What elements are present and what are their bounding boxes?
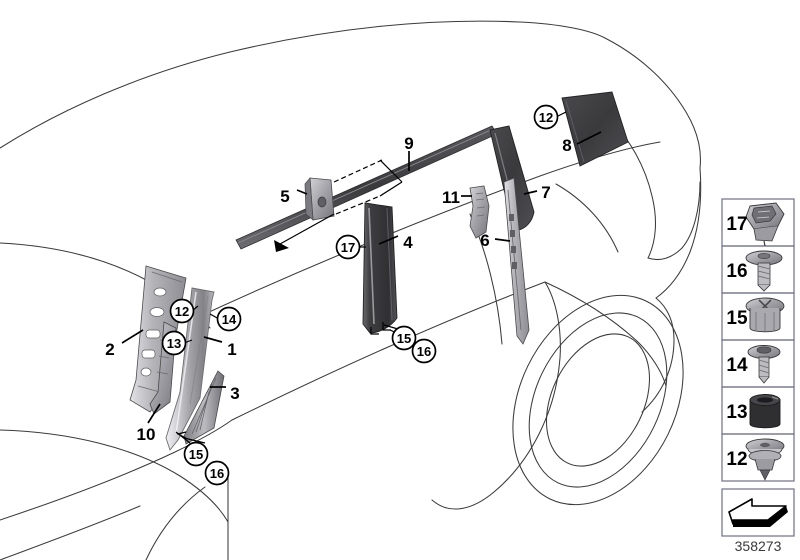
- callout-layer: 2 1 3 4 5 6 7 8 9 10 11 12 12 13 14 15: [105, 104, 572, 486]
- legend-number-13: 13: [726, 402, 747, 423]
- callout-7: 7: [541, 183, 550, 202]
- legend-icon-oval-grommet: [749, 394, 781, 429]
- legend-number-12: 12: [726, 449, 747, 470]
- callout-12-right: 12: [533, 104, 559, 130]
- callout-12-left: 12: [169, 298, 195, 324]
- legend-number-15: 15: [726, 308, 748, 329]
- part-2-a-pillar-bracket: [129, 265, 187, 413]
- legend-number-14: 14: [726, 355, 748, 376]
- callout-11: 11: [442, 188, 460, 207]
- svg-text:12: 12: [539, 110, 553, 125]
- callout-14: 14: [216, 306, 242, 332]
- legend-number-17: 17: [726, 214, 747, 235]
- legend-icon-round-head-screw: [745, 250, 783, 292]
- callout-6: 6: [480, 231, 489, 250]
- legend-icon-phillips-grommet-screw: [745, 297, 785, 333]
- callout-3: 3: [230, 384, 239, 403]
- diagram-id: 358273: [735, 538, 782, 554]
- callout-15-right: 15: [391, 325, 417, 351]
- callout-5: 5: [280, 187, 289, 206]
- part-5-roof-rail-end-cap: [304, 177, 335, 221]
- legend-icon-clip-fastener: [745, 202, 785, 247]
- forward-arrow-icon: [728, 498, 788, 527]
- part-3-triangular-wedge: [183, 370, 225, 445]
- callout-13: 13: [161, 330, 187, 356]
- legend-number-16: 16: [726, 261, 747, 282]
- callout-1: 1: [227, 340, 236, 359]
- svg-text:12: 12: [175, 304, 189, 319]
- svg-text:14: 14: [222, 312, 237, 327]
- svg-text:16: 16: [210, 466, 224, 481]
- callout-9: 9: [404, 134, 413, 153]
- callout-15-left: 15: [183, 441, 209, 467]
- part-6-window-guide-rail: [503, 177, 530, 345]
- svg-text:15: 15: [189, 447, 203, 462]
- part-11-window-guide-bracket: [469, 185, 490, 239]
- svg-text:17: 17: [341, 240, 355, 255]
- svg-text:13: 13: [167, 336, 181, 351]
- callout-4: 4: [403, 233, 413, 252]
- part-4-b-pillar-cover: [362, 202, 398, 335]
- leader-lines: [121, 111, 602, 444]
- legend-icon-expanding-rivet: [745, 438, 785, 481]
- part-8-rear-quarter-cover: [561, 91, 629, 167]
- callout-17: 17: [335, 234, 361, 260]
- callout-16-left: 16: [204, 460, 230, 486]
- svg-text:16: 16: [417, 344, 431, 359]
- callout-16-right: 16: [411, 338, 437, 364]
- callout-2: 2: [105, 340, 114, 359]
- callout-10: 10: [137, 425, 156, 444]
- legend-icon-washer-head-screw: [747, 345, 781, 384]
- svg-text:15: 15: [397, 331, 411, 346]
- legend-panel: 17 16 15 14: [721, 198, 795, 537]
- callout-8: 8: [562, 136, 571, 155]
